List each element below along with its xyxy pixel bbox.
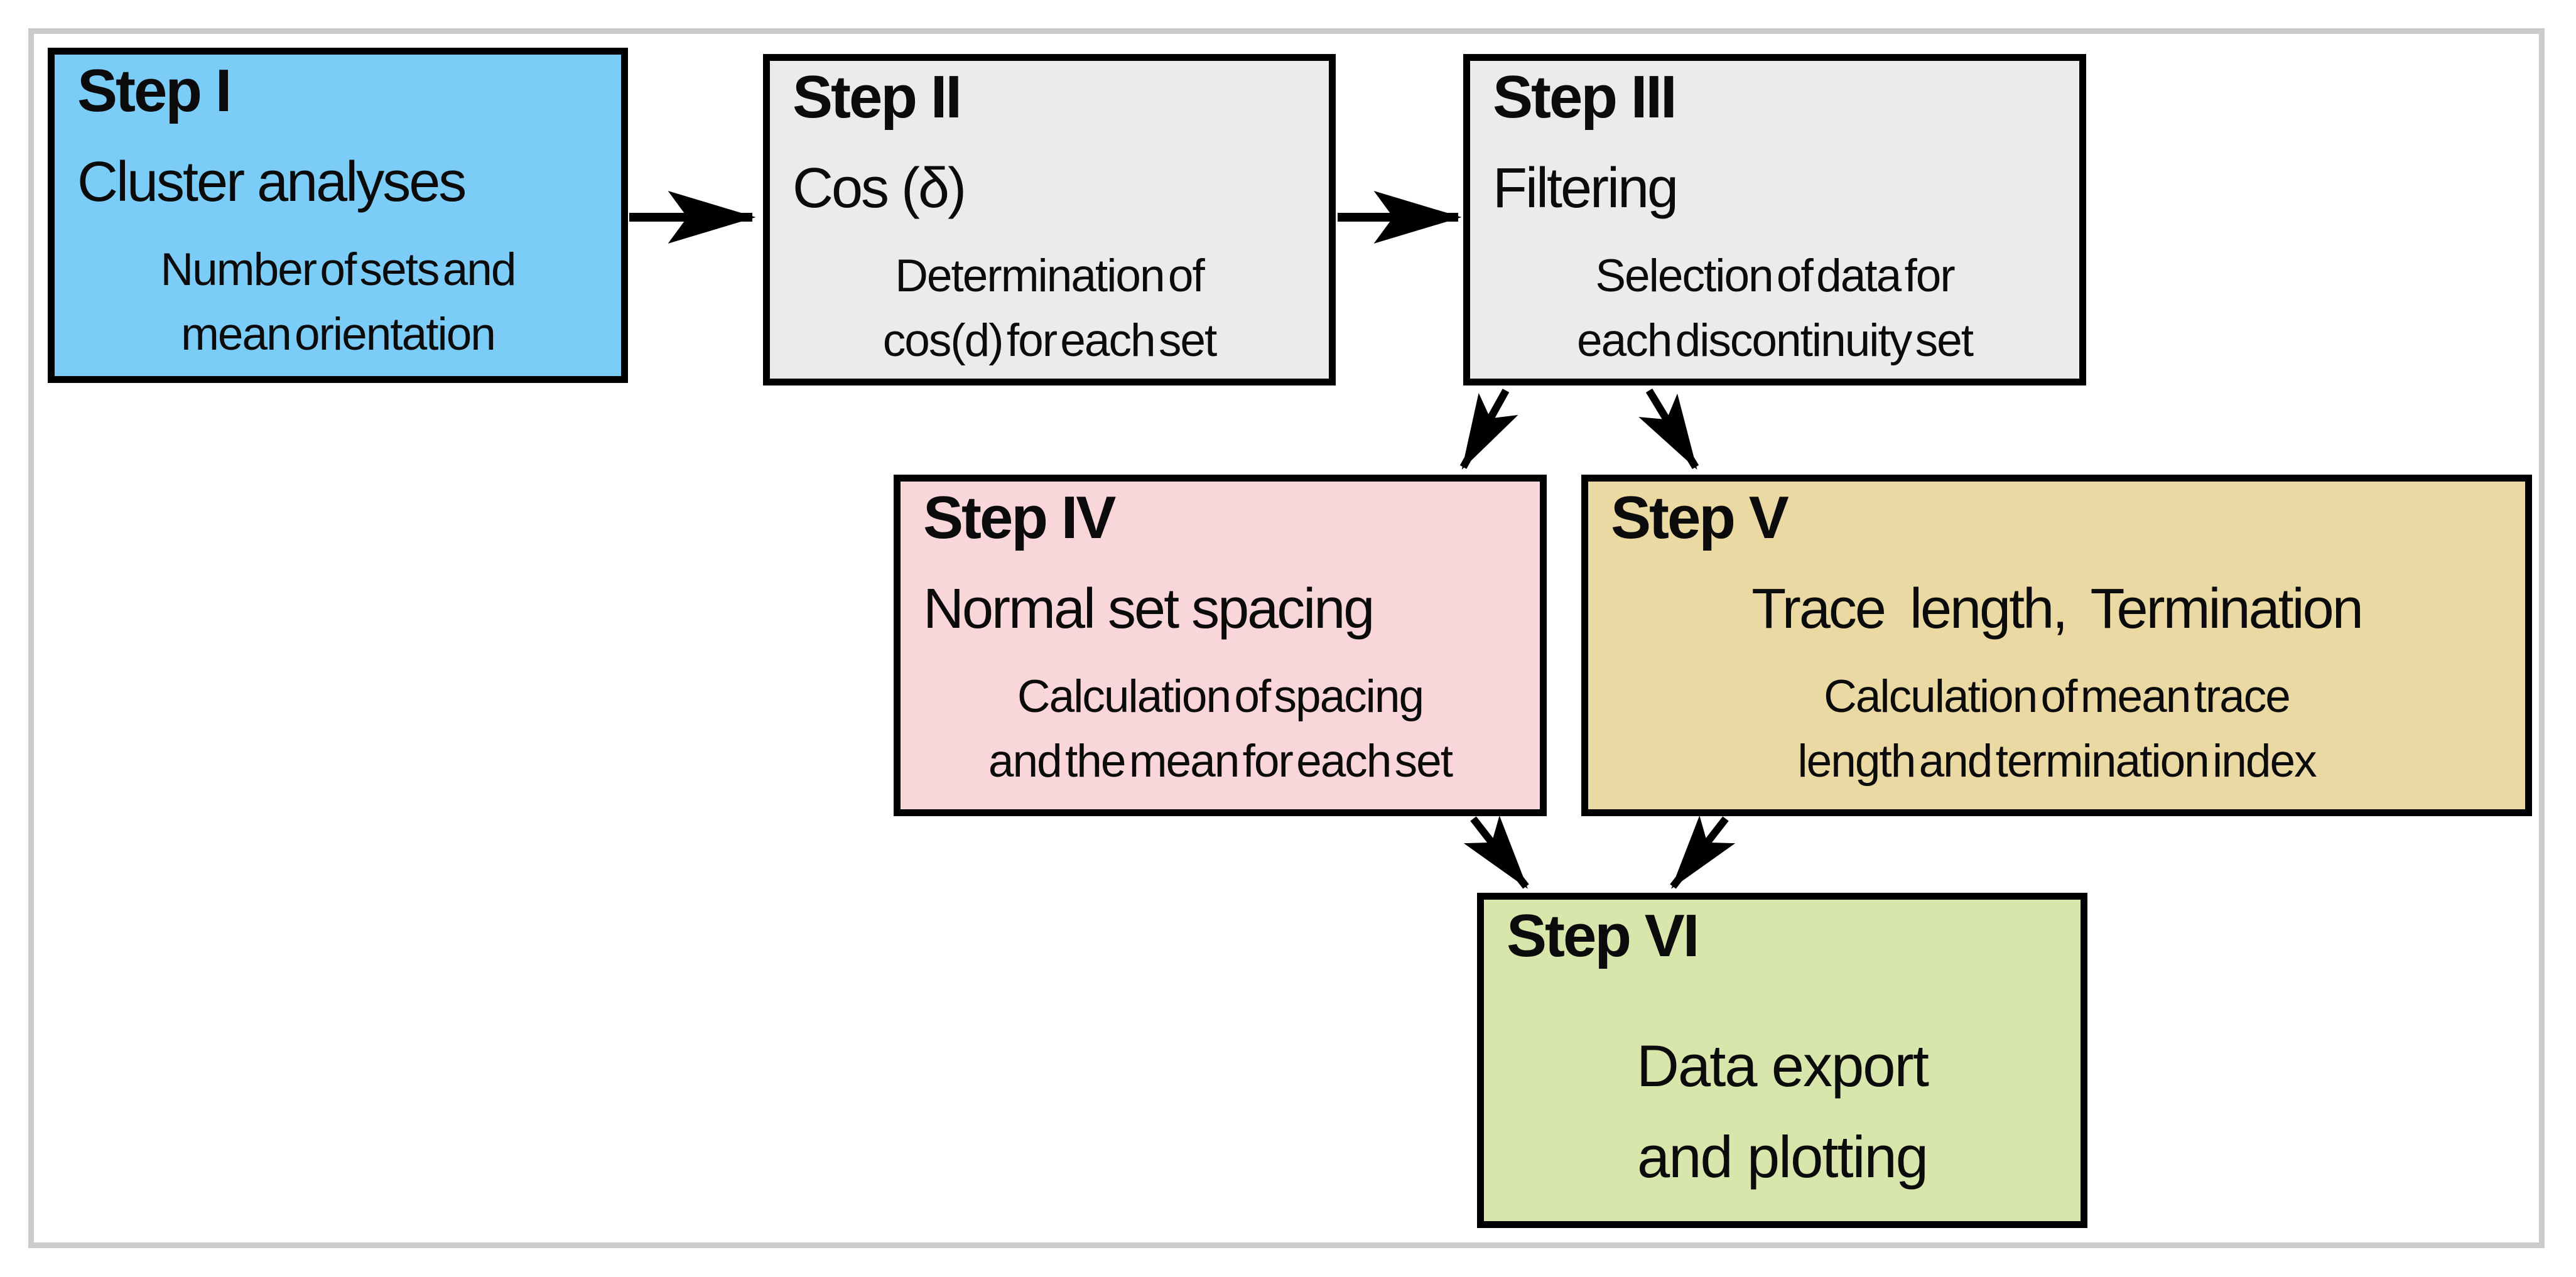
step-5-subtitle: Trace length, Termination: [1751, 577, 2364, 640]
step-4-heading: Step IV: [923, 484, 1116, 551]
step-4-body-line-2: and the mean for each set: [988, 736, 1453, 787]
step-2-subtitle: Cos (δ): [793, 156, 966, 220]
step-5-heading: Step V: [1611, 484, 1789, 551]
step-2-box: Step II Cos (δ) Determination of cos(d) …: [763, 54, 1336, 385]
step-6-heading: Step VI: [1507, 902, 1699, 969]
step-5-body-line-2: length and termination index: [1797, 736, 2317, 787]
step-1-heading: Step I: [77, 57, 232, 124]
step-1-body: Number of sets and mean orientation: [55, 237, 621, 367]
step-6-box: Step VI Data export and plotting: [1477, 893, 2087, 1228]
step-2-body: Determination of cos(d) for each set: [770, 244, 1329, 374]
step-1-body-line-2: mean orientation: [181, 309, 496, 360]
step-5-body: Calculation of mean trace length and ter…: [1588, 664, 2525, 794]
step-3-subtitle: Filtering: [1493, 156, 1679, 220]
step-2-body-line-2: cos(d) for each set: [882, 315, 1218, 367]
step-3-heading: Step III: [1493, 63, 1677, 131]
step-6-body-line-1: Data export: [1637, 1032, 1929, 1099]
step-3-body-line-2: each discontinuity set: [1577, 315, 1974, 367]
step-3-body: Selection of data for each discontinuity…: [1470, 244, 2079, 374]
step-1-box: Step I Cluster analyses Number of sets a…: [48, 48, 628, 383]
step-5-body-line-1: Calculation of mean trace: [1824, 671, 2291, 722]
step-3-box: Step III Filtering Selection of data for…: [1463, 54, 2086, 385]
step-4-body: Calculation of spacing and the mean for …: [901, 664, 1540, 794]
step-1-subtitle: Cluster analyses: [77, 150, 467, 213]
step-1-body-line-1: Number of sets and: [160, 244, 516, 295]
step-6-body-line-2: and plotting: [1637, 1124, 1929, 1190]
step-4-box: Step IV Normal set spacing Calculation o…: [894, 475, 1547, 816]
step-3-body-line-1: Selection of data for: [1595, 250, 1955, 301]
step-4-subtitle: Normal set spacing: [923, 577, 1375, 640]
step-6-body: Data export and plotting: [1484, 1020, 2081, 1203]
step-2-heading: Step II: [793, 63, 962, 131]
step-4-body-line-1: Calculation of spacing: [1017, 671, 1424, 722]
step-2-body-line-1: Determination of: [895, 250, 1205, 301]
step-5-box: Step V Trace length, Termination Calcula…: [1581, 475, 2532, 816]
